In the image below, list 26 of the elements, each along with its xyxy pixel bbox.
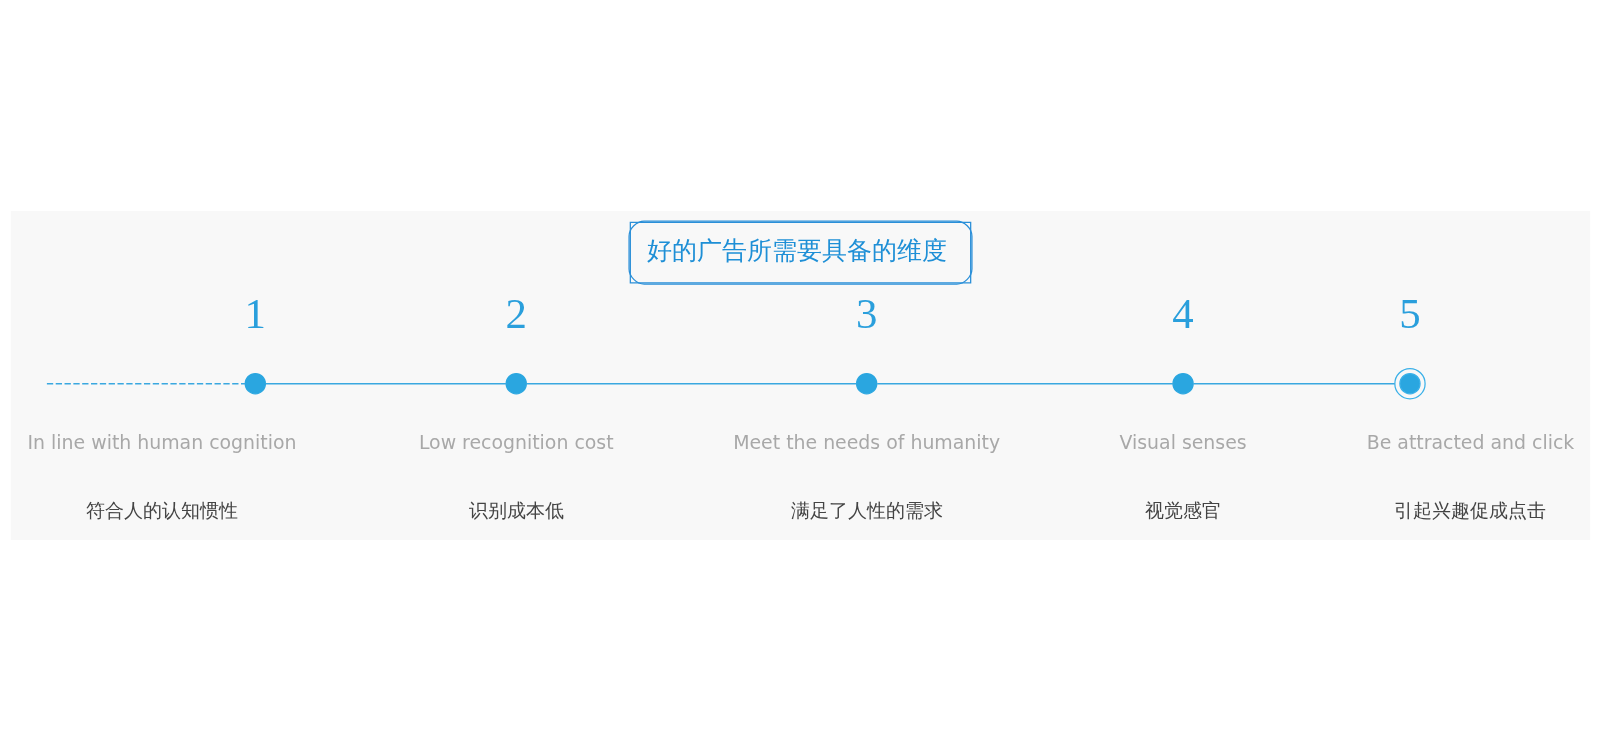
- connector: [525, 382, 857, 384]
- diagram-title: 好的广告所需要具备的维度: [646, 235, 947, 265]
- node-label: Be attracted and click: [1366, 430, 1574, 453]
- node-label: Low recognition cost: [418, 430, 614, 453]
- node-circle: [244, 372, 266, 394]
- node-label: Meet the needs of humanity: [732, 430, 1000, 453]
- node-label: 2: [505, 289, 527, 337]
- node-label: In line with human cognition: [27, 430, 297, 453]
- node-label: 识别成本低: [468, 498, 564, 521]
- node-label: 5: [1398, 289, 1421, 337]
- node-label: 1: [244, 289, 266, 337]
- connector: [875, 382, 1174, 384]
- node-label: 4: [1171, 289, 1194, 337]
- node-circle: [855, 372, 877, 394]
- node-circle: [1171, 372, 1194, 394]
- node-label: 符合人的认知惯性: [85, 498, 238, 521]
- node-label: Visual senses: [1118, 430, 1247, 453]
- connector: [1192, 382, 1395, 384]
- node-label: 满足了人性的需求: [790, 498, 943, 521]
- node-label: 视觉感官: [1144, 498, 1221, 521]
- connector: [45, 382, 246, 384]
- node-circle: [505, 372, 527, 394]
- node-circle: [1393, 367, 1426, 399]
- node-label: 3: [855, 289, 877, 337]
- connector: [264, 382, 507, 384]
- node-label: 引起兴趣促成点击: [1393, 498, 1546, 521]
